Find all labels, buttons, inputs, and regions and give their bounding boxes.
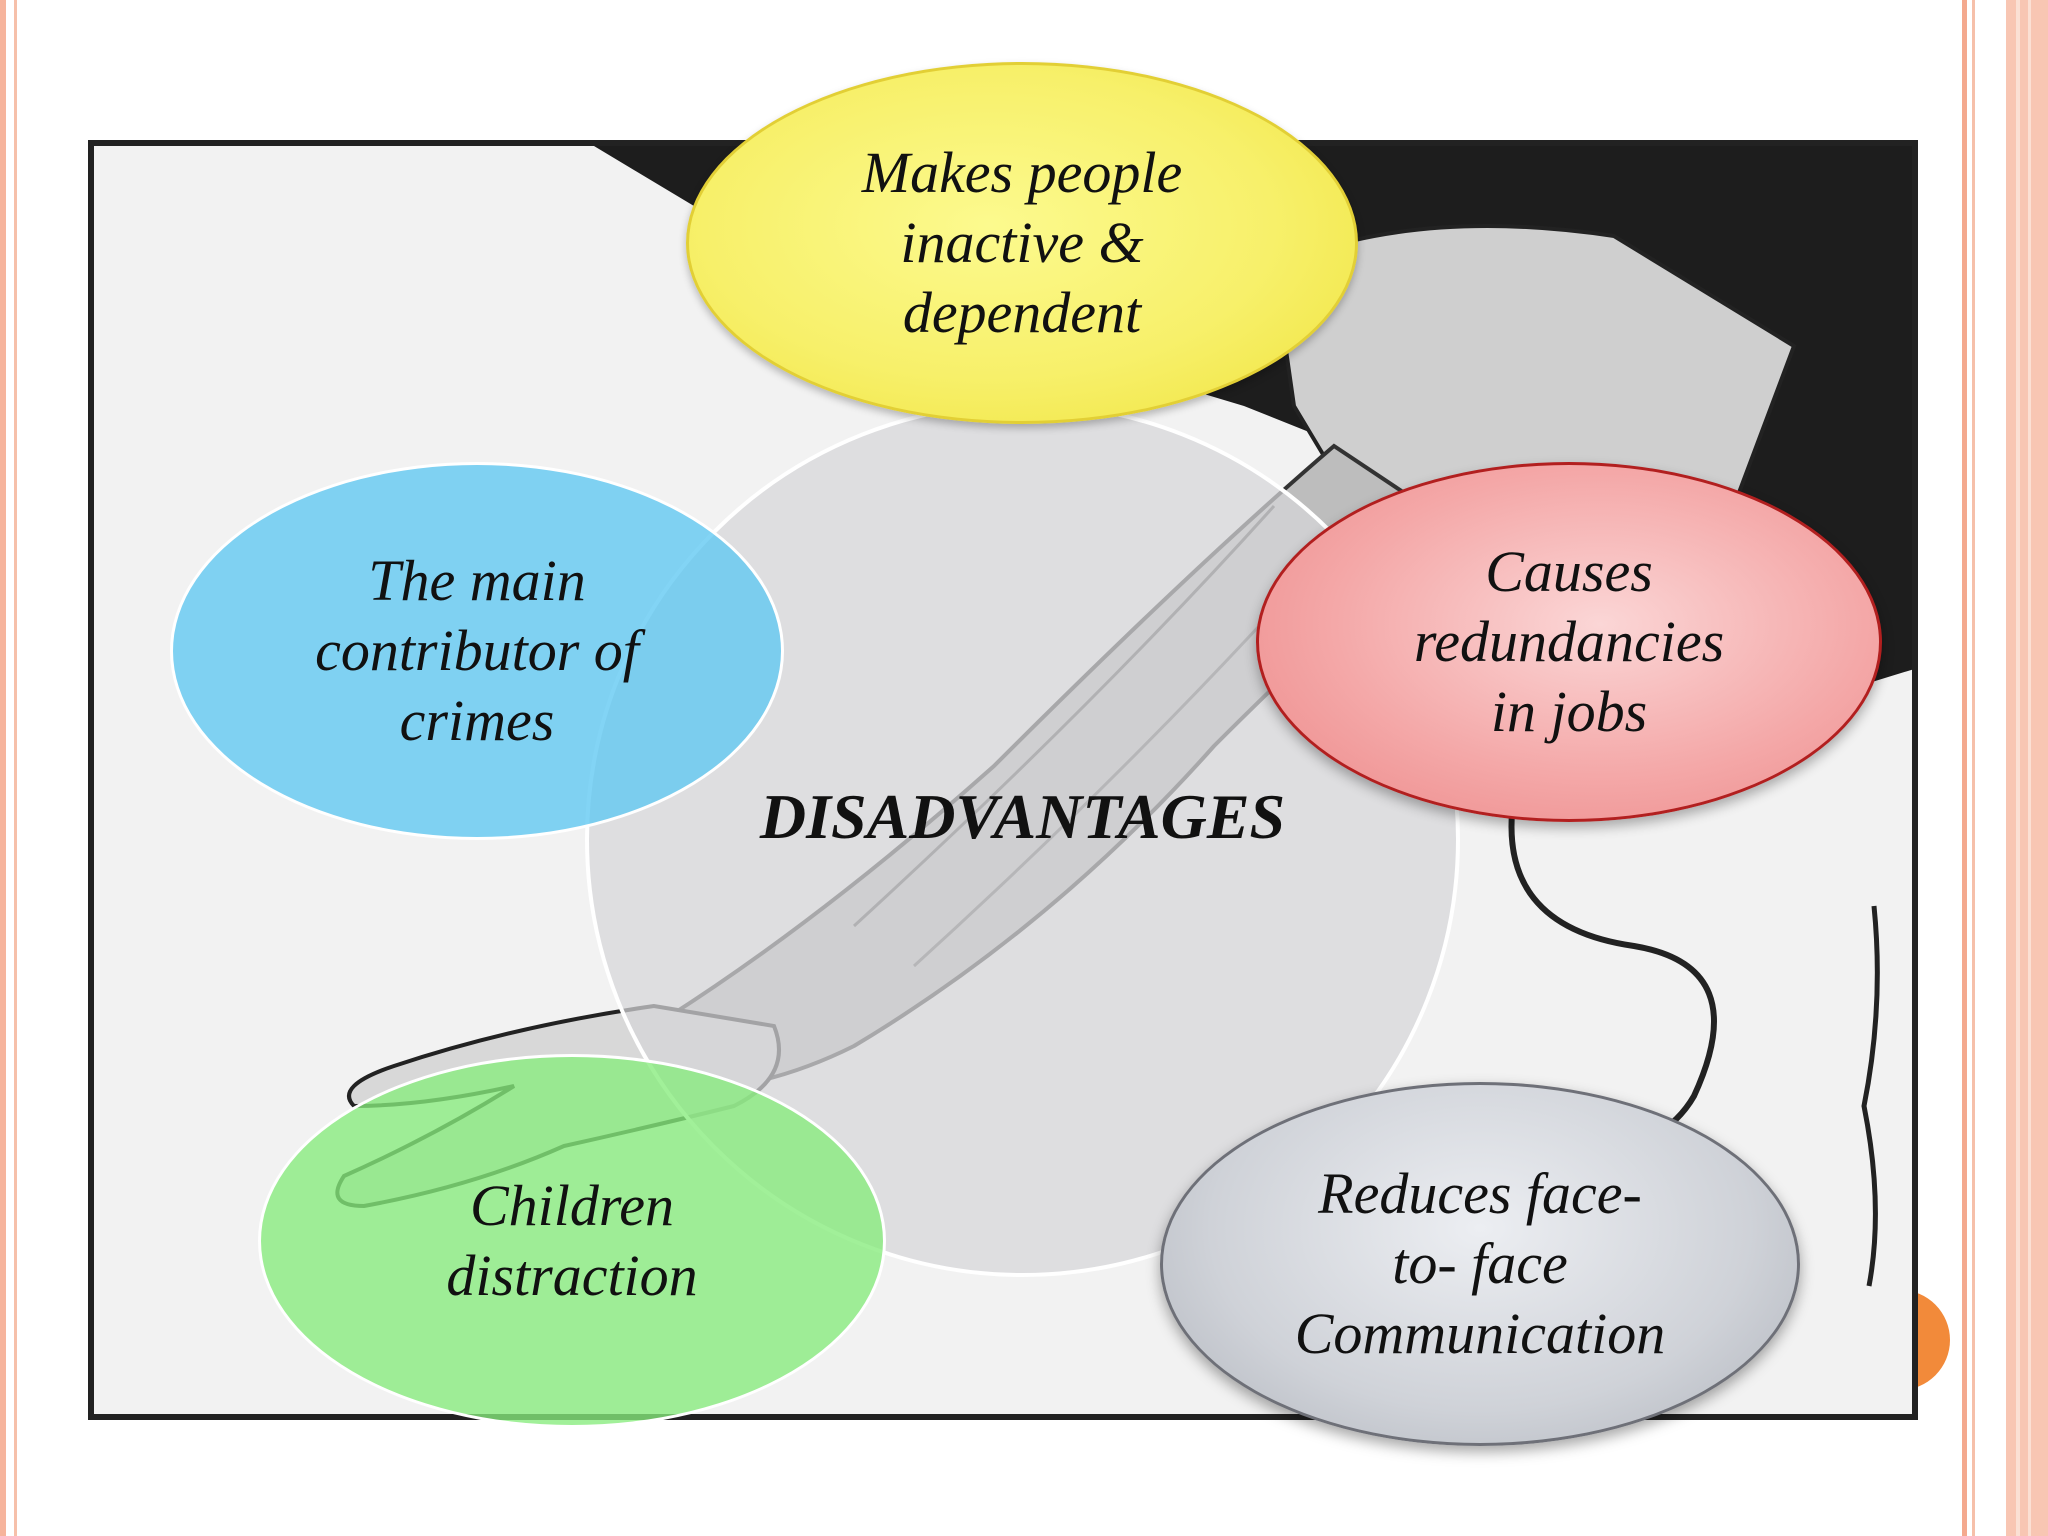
slide-border-right-line [1972, 0, 1975, 1536]
node-children-distraction-text: Children distraction [446, 1173, 698, 1308]
node-face-to-face-text: Reduces face- to- face Communication [1294, 1161, 1666, 1366]
slide-border-right-band [2006, 0, 2048, 1536]
node-job-redundancies-text: Causes redundancies in jobs [1413, 539, 1725, 744]
node-inactive-dependent: Makes people inactive & dependent [686, 62, 1358, 424]
slide-border-left [0, 0, 6, 1536]
slide-border-right [1962, 0, 1967, 1536]
node-inactive-dependent-text: Makes people inactive & dependent [861, 140, 1183, 345]
node-children-distraction: Children distraction [258, 1054, 886, 1428]
slide-border-right-stripe-2 [2028, 0, 2031, 1536]
slide-border-right-stripe [2016, 0, 2020, 1536]
node-crimes: The main contributor of crimes [170, 462, 784, 840]
slide-border-left-inner [14, 0, 17, 1536]
node-job-redundancies: Causes redundancies in jobs [1256, 462, 1882, 822]
node-crimes-text: The main contributor of crimes [315, 548, 639, 753]
node-face-to-face: Reduces face- to- face Communication [1160, 1082, 1800, 1446]
center-label: DISADVANTAGES [759, 781, 1286, 852]
